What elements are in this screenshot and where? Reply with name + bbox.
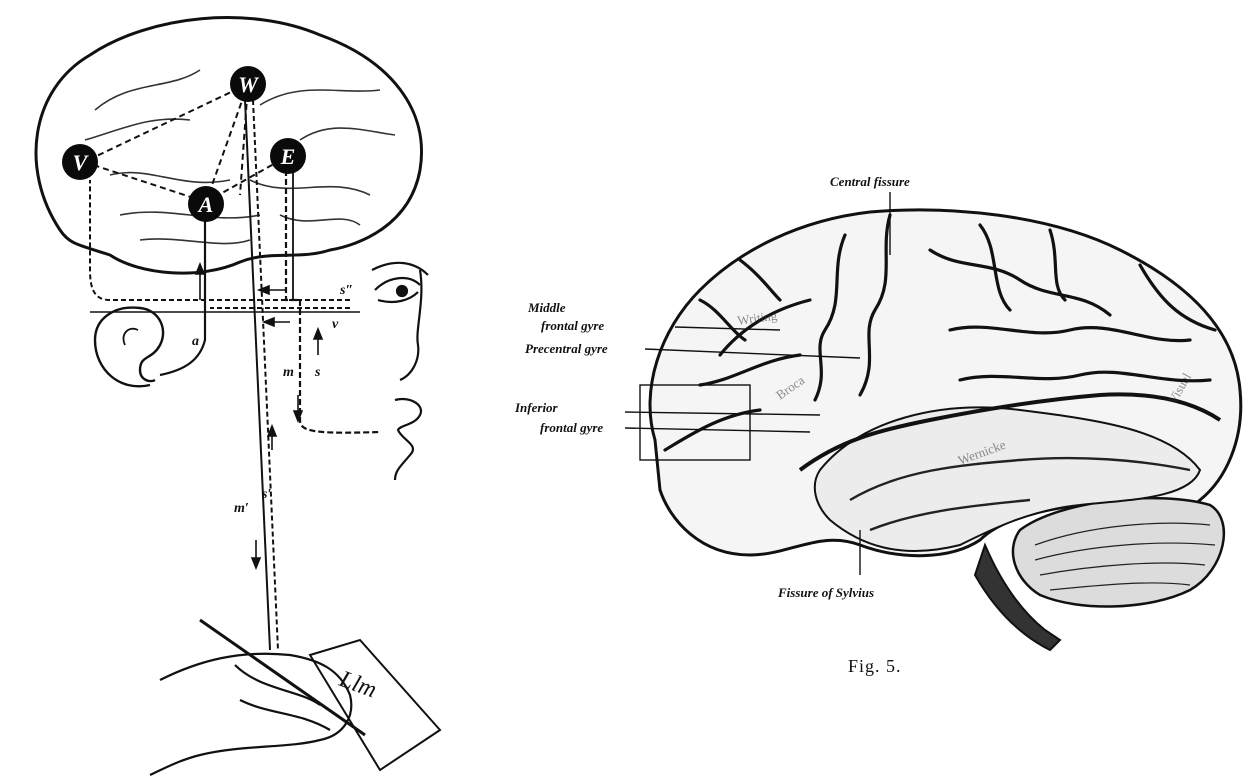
node-e: E <box>270 138 306 174</box>
label-a: a <box>192 334 199 349</box>
note-paper: Llm <box>310 640 440 770</box>
node-e-label: E <box>280 144 296 169</box>
node-a-label: A <box>197 192 214 217</box>
node-v: V <box>62 144 98 180</box>
label-s: s <box>314 365 321 380</box>
label-s-double-prime: s″ <box>339 283 353 298</box>
note-text: Llm <box>335 666 380 704</box>
label-s-prime: s′ <box>261 487 271 502</box>
eye-drawing <box>372 263 428 302</box>
writing-pathway <box>245 100 278 650</box>
label-precentral-gyre: Precentral gyre <box>525 341 608 356</box>
lateral-brain-figure: Writing Broca Visual Wernicke Central fi… <box>514 174 1241 676</box>
node-a: A <box>188 186 224 222</box>
speech-pathway <box>286 170 380 433</box>
left-brain-outline <box>36 18 422 274</box>
speech-writing-schema: Llm W V E A s″ v a m s m′ s′ <box>36 18 440 775</box>
label-v: v <box>332 317 339 332</box>
label-m-prime: m′ <box>234 501 249 516</box>
node-v-label: V <box>73 150 90 175</box>
label-m: m <box>283 365 294 380</box>
node-w: W <box>230 66 266 102</box>
label-central-fissure: Central fissure <box>830 174 910 189</box>
node-w-label: W <box>238 72 259 97</box>
label-inferior-frontal-1: Inferior <box>514 400 559 415</box>
label-inferior-frontal-2: frontal gyre <box>540 420 603 435</box>
ear-drawing <box>95 308 163 387</box>
label-fissure-of-sylvius: Fissure of Sylvius <box>777 585 874 600</box>
hand-drawing <box>150 620 365 775</box>
label-middle-frontal-1: Middle <box>527 300 566 315</box>
label-middle-frontal-2: frontal gyre <box>541 318 604 333</box>
cerebellum <box>1013 498 1224 606</box>
figure-caption: Fig. 5. <box>848 656 902 676</box>
